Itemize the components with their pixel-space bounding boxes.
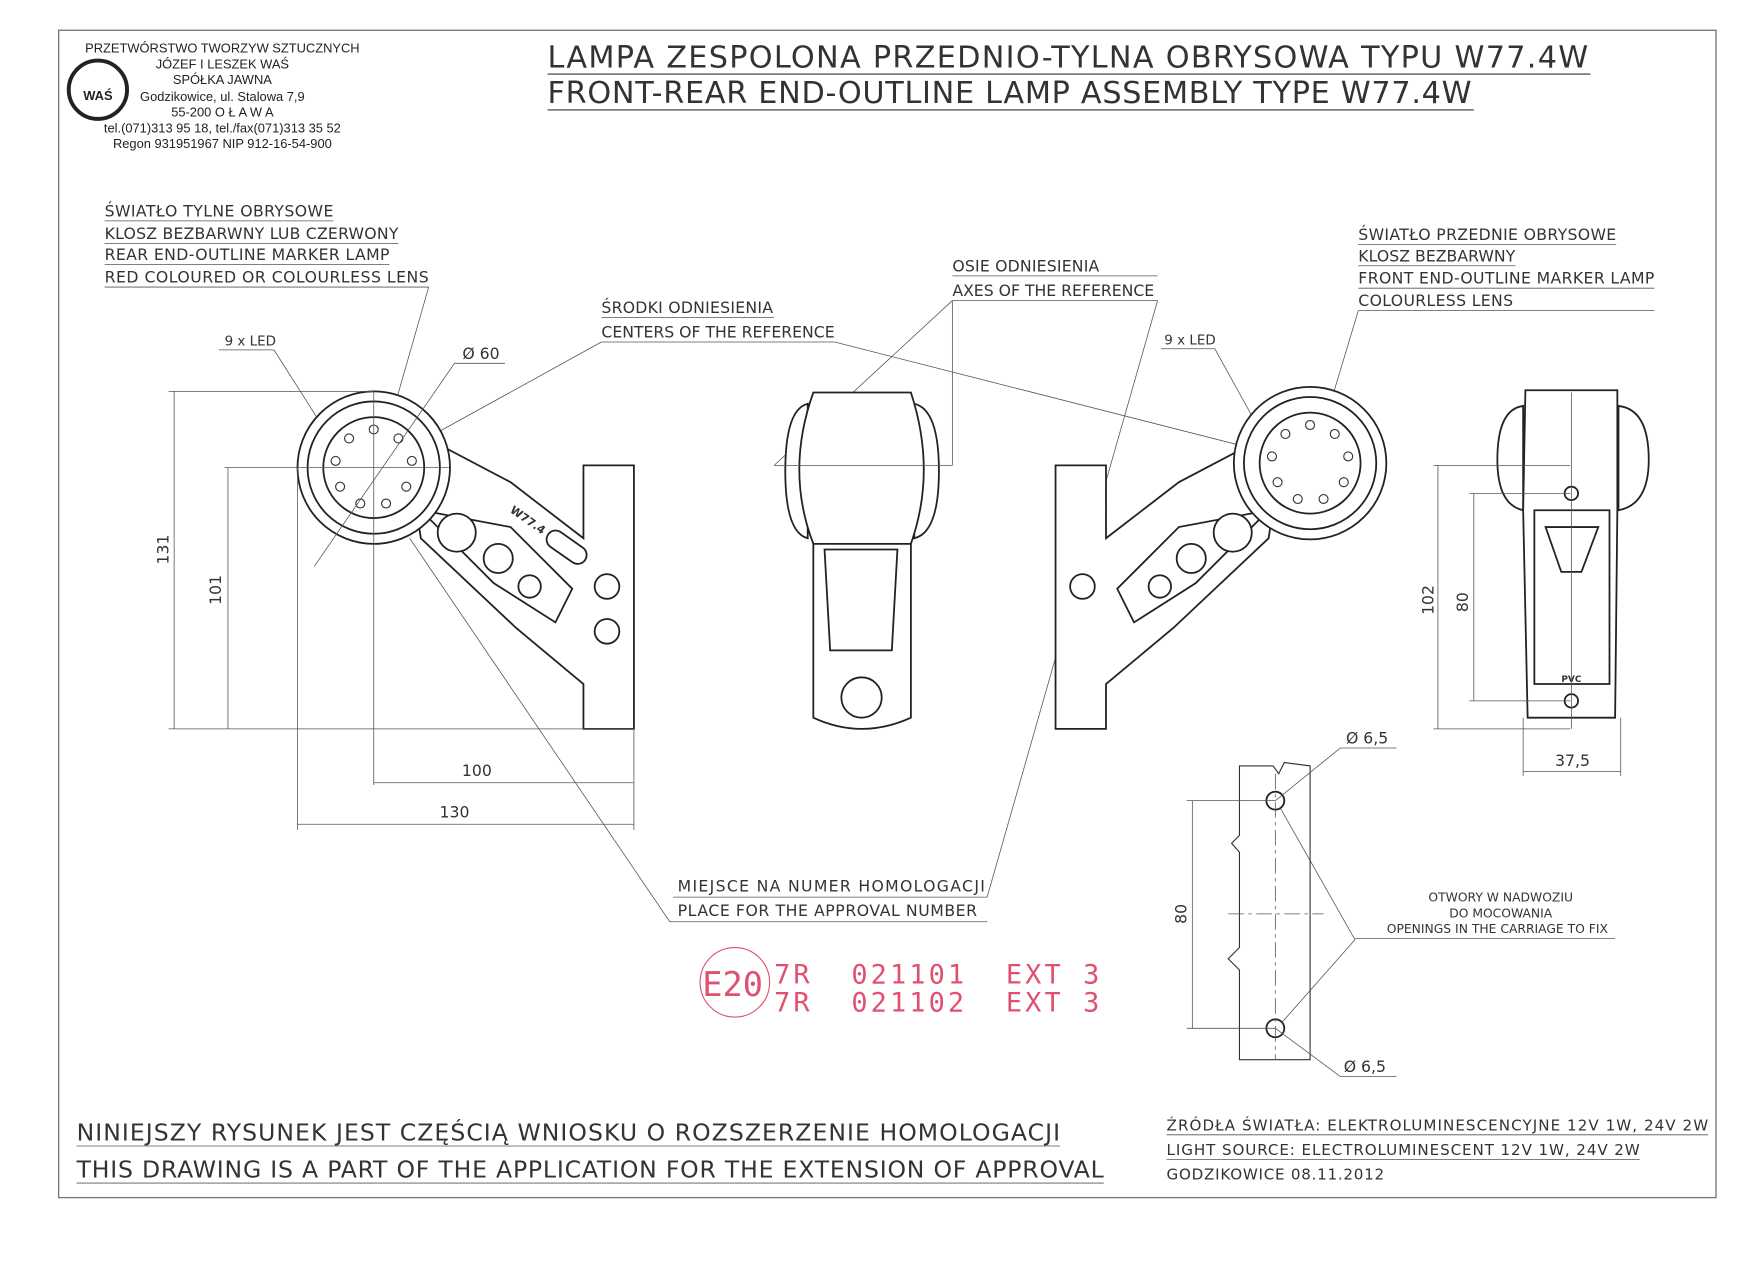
- svg-text:AXES OF THE REFERENCE: AXES OF THE REFERENCE: [952, 281, 1154, 300]
- footer-note: NINIEJSZY RYSUNEK JEST CZĘŚCIĄ WNIOSKU O…: [76, 1118, 1104, 1183]
- logo-text: WAŚ: [83, 88, 113, 103]
- svg-text:OPENINGS IN THE CARRIAGE TO FI: OPENINGS IN THE CARRIAGE TO FIX: [1387, 922, 1609, 936]
- company-logo: [66, 58, 130, 121]
- rear-lamp-side-view: W77.4: [296, 390, 635, 785]
- svg-text:RED COLOURED OR COLOURLESS LEN: RED COLOURED OR COLOURLESS LENS: [105, 268, 429, 287]
- svg-text:LIGHT SOURCE: ELECTROLUMINESCE: LIGHT SOURCE: ELECTROLUMINESCENT 12V 1W,…: [1167, 1141, 1640, 1159]
- openings-label: OTWORY W NADWOZIU DO MOCOWANIA OPENINGS …: [1354, 891, 1616, 939]
- front-lamp-side-view: [1054, 385, 1388, 730]
- dimension-80-holes: 80: [1172, 904, 1191, 924]
- centers-label: ŚRODKI ODNIESIENIA CENTERS OF THE REFERE…: [601, 298, 835, 343]
- company-header: WAŚ PRZETWÓRSTWO TWORZYW SZTUCZNYCH JÓZE…: [66, 41, 360, 151]
- svg-text:KLOSZ BEZBARWNY LUB CZERWONY: KLOSZ BEZBARWNY LUB CZERWONY: [105, 224, 399, 243]
- company-line: JÓZEF I LESZEK WAŚ: [156, 56, 289, 71]
- right-dimension-lines: [1433, 464, 1622, 776]
- svg-text:ŚWIATŁO PRZEDNIE OBRYSOWE: ŚWIATŁO PRZEDNIE OBRYSOWE: [1358, 225, 1616, 244]
- svg-text:ŚRODKI ODNIESIENIA: ŚRODKI ODNIESIENIA: [601, 298, 773, 317]
- left-dimension-lines: [168, 390, 635, 830]
- svg-text:COLOURLESS LENS: COLOURLESS LENS: [1358, 291, 1513, 310]
- dimension-131: 131: [154, 534, 173, 564]
- svg-text:ŚWIATŁO TYLNE OBRYSOWE: ŚWIATŁO TYLNE OBRYSOWE: [105, 201, 334, 220]
- svg-text:THIS DRAWING IS A PART OF THE: THIS DRAWING IS A PART OF THE APPLICATIO…: [76, 1155, 1104, 1183]
- approval-line-2: 7R 021102 EXT 3: [774, 987, 1099, 1018]
- svg-text:ŹRÓDŁA ŚWIATŁA: ELEKTROLUMINES: ŹRÓDŁA ŚWIATŁA: ELEKTROLUMINESCENCYJNE 1…: [1167, 1115, 1709, 1134]
- mounting-hole-detail: [1186, 747, 1397, 1077]
- svg-text:NINIEJSZY RYSUNEK JEST CZĘŚCIĄ: NINIEJSZY RYSUNEK JEST CZĘŚCIĄ WNIOSKU O…: [77, 1118, 1060, 1146]
- dimension-102: 102: [1418, 585, 1437, 615]
- svg-text:GODZIKOWICE 08.11.2012: GODZIKOWICE 08.11.2012: [1167, 1166, 1385, 1184]
- company-line: 55-200 O Ł A W A: [171, 105, 274, 120]
- front-lamp-label: ŚWIATŁO PRZEDNIE OBRYSOWE KLOSZ BEZBARWN…: [1358, 225, 1655, 312]
- dimension-diameter-60: Ø 60: [462, 344, 499, 363]
- company-line: Godzikowice, ul. Stalowa 7,9: [140, 89, 305, 104]
- title-block: LAMPA ZESPOLONA PRZEDNIO-TYLNA OBRYSOWA …: [547, 40, 1591, 111]
- svg-text:OSIE ODNIESIENIA: OSIE ODNIESIENIA: [952, 256, 1099, 275]
- svg-text:DO MOCOWANIA: DO MOCOWANIA: [1449, 906, 1553, 920]
- dimension-100: 100: [462, 761, 492, 780]
- dimension-130: 130: [440, 802, 470, 821]
- lamp-rear-view: PVC: [1496, 389, 1650, 729]
- led-count-right: 9 x LED: [1164, 333, 1215, 348]
- title-pl: LAMPA ZESPOLONA PRZEDNIO-TYLNA OBRYSOWA …: [548, 40, 1589, 75]
- dimension-37-5: 37,5: [1555, 751, 1590, 770]
- approval-mark: E20: [702, 965, 763, 1004]
- company-line: tel.(071)313 95 18, tel./fax(071)313 35 …: [104, 120, 341, 135]
- dimension-80-side: 80: [1453, 592, 1472, 612]
- svg-text:KLOSZ BEZBARWNY: KLOSZ BEZBARWNY: [1358, 246, 1515, 265]
- light-source-info: ŹRÓDŁA ŚWIATŁA: ELEKTROLUMINESCENCYJNE 1…: [1166, 1115, 1709, 1184]
- company-line: PRZETWÓRSTWO TWORZYW SZTUCZNYCH: [85, 41, 359, 56]
- leader-lines: [273, 286, 1359, 1027]
- dimension-hole-bottom: Ø 6,5: [1344, 1057, 1386, 1076]
- rear-lamp-label: ŚWIATŁO TYLNE OBRYSOWE KLOSZ BEZBARWNY L…: [104, 201, 429, 288]
- svg-text:OTWORY W NADWOZIU: OTWORY W NADWOZIU: [1428, 891, 1573, 905]
- svg-text:REAR END-OUTLINE MARKER LAMP: REAR END-OUTLINE MARKER LAMP: [105, 245, 390, 264]
- led-count-left: 9 x LED: [225, 334, 276, 349]
- company-line: SPÓŁKA JAWNA: [173, 72, 272, 87]
- dimension-hole-top: Ø 6,5: [1346, 728, 1388, 747]
- axes-label: OSIE ODNIESIENIA AXES OF THE REFERENCE: [952, 256, 1158, 301]
- svg-text:MIEJSCE NA NUMER HOMOLOGACJI: MIEJSCE NA NUMER HOMOLOGACJI: [678, 876, 985, 895]
- lamp-front-view: [774, 391, 953, 730]
- approval-stamp: E20 7R 021101 EXT 3 7R 021102 EXT 3: [699, 946, 1099, 1018]
- dimension-101: 101: [206, 575, 225, 605]
- company-line: Regon 931951967 NIP 912-16-54-900: [113, 136, 332, 151]
- svg-text:PLACE FOR THE APPROVAL NUMBER: PLACE FOR THE APPROVAL NUMBER: [678, 901, 978, 920]
- title-en: FRONT-REAR END-OUTLINE LAMP ASSEMBLY TYP…: [548, 76, 1472, 111]
- drawing-border: [57, 29, 1717, 1199]
- approval-place-label: MIEJSCE NA NUMER HOMOLOGACJI PLACE FOR T…: [673, 876, 988, 920]
- svg-text:FRONT END-OUTLINE MARKER LAMP: FRONT END-OUTLINE MARKER LAMP: [1358, 269, 1654, 288]
- approval-line-1: 7R 021101 EXT 3: [774, 959, 1099, 990]
- svg-text:CENTERS OF THE REFERENCE: CENTERS OF THE REFERENCE: [601, 323, 834, 342]
